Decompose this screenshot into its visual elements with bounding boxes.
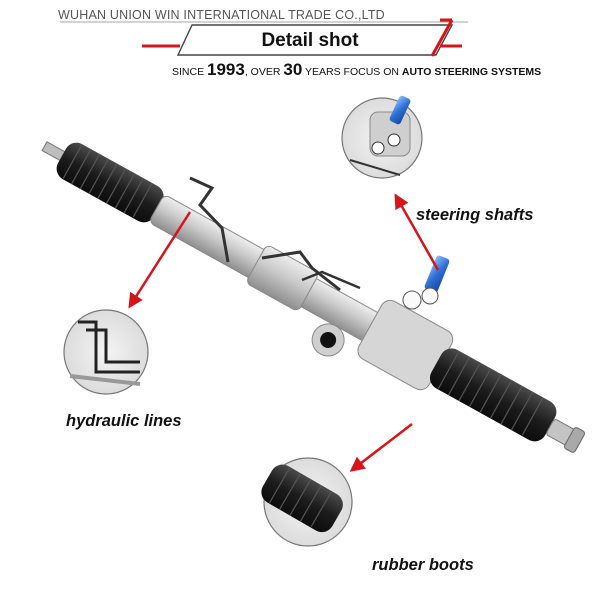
callout-steering-shafts: steering shafts — [416, 206, 534, 224]
tagline-focus: YEARS FOCUS ON — [305, 66, 399, 78]
page-title: Detail shot — [261, 30, 359, 51]
detail-circle-rubber-boots — [261, 457, 353, 547]
header-banner — [60, 18, 468, 57]
tagline-systems: AUTO STEERING SYSTEMS — [401, 66, 542, 78]
detail-circle-steering-shaft — [341, 95, 423, 179]
tagline: SINCE 1993, OVER 30 YEARS FOCUS ON AUTO … — [172, 60, 541, 80]
callout-rubber-boots: rubber boots — [372, 556, 474, 574]
tagline-years: 30 — [283, 60, 303, 79]
company-name: WUHAN UNION WIN INTERNATIONAL TRADE CO.,… — [58, 8, 385, 22]
detail-circle-hydraulic-lines — [63, 309, 149, 395]
tagline-over: , OVER — [244, 66, 281, 78]
callout-hydraulic-lines: hydraulic lines — [66, 412, 182, 430]
tagline-since: SINCE — [172, 66, 205, 78]
tagline-year: 1993 — [207, 60, 245, 79]
